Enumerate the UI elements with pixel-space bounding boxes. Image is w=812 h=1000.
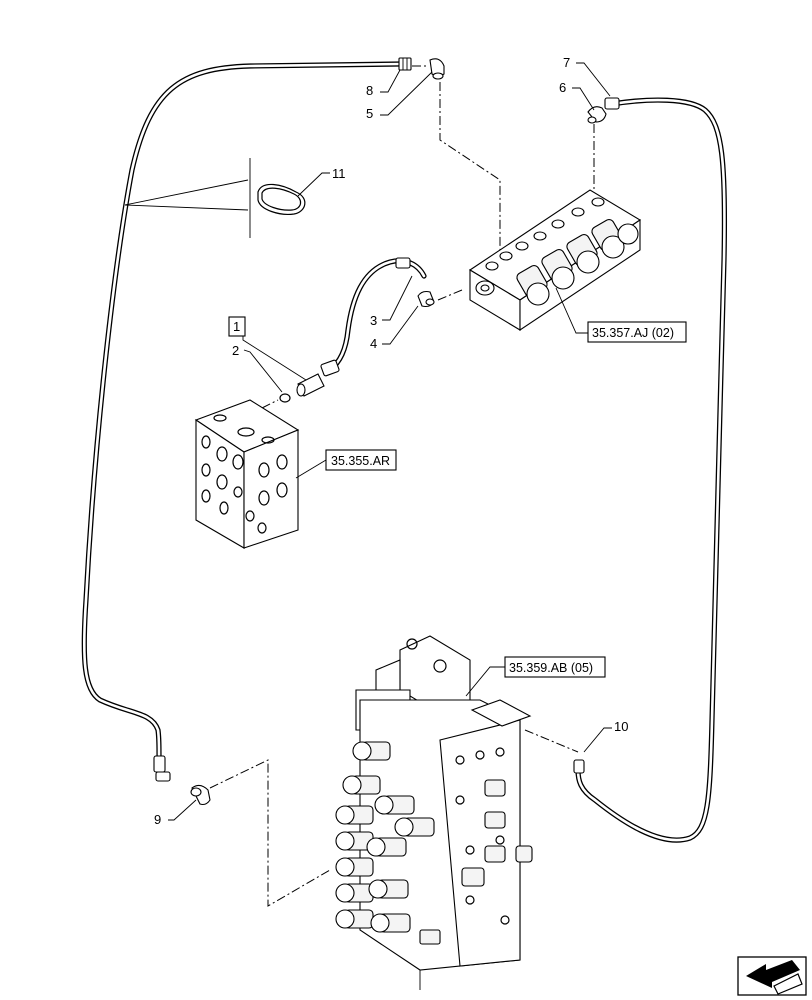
ref-box-ab[interactable]: 35.359.AB (05) <box>504 656 606 678</box>
fitting-6 <box>587 106 607 124</box>
callout-1: 1 <box>233 319 240 334</box>
callout-10: 10 <box>614 719 628 734</box>
ref-box-aj[interactable]: 35.357.AJ (02) <box>587 321 687 343</box>
ref-box-ar[interactable]: 35.355.AR <box>325 449 397 471</box>
pipe-3 <box>320 257 435 377</box>
next-page-arrow-icon[interactable] <box>737 956 807 996</box>
callout-8: 8 <box>366 83 373 98</box>
callout-6: 6 <box>559 80 566 95</box>
ref-35-355-ar[interactable]: 35.355.AR <box>331 454 390 468</box>
callout-9: 9 <box>154 812 161 827</box>
solenoid-valve-block <box>468 189 642 332</box>
leader-lines <box>168 62 612 821</box>
callout-labels: 8 5 7 6 11 3 4 2 9 10 <box>154 55 628 827</box>
assembly-lines <box>209 65 595 907</box>
ref-35-359-ab[interactable]: 35.359.AB (05) <box>509 661 593 675</box>
adapter-1 <box>279 373 325 403</box>
callout-3: 3 <box>370 313 377 328</box>
callout-7: 7 <box>563 55 570 70</box>
callout-11: 11 <box>332 166 346 181</box>
right-hose <box>573 97 728 843</box>
callout-2: 2 <box>232 343 239 358</box>
callout-1-box: 1 <box>228 316 246 337</box>
fitting-top <box>398 57 445 80</box>
main-control-valve <box>335 635 533 990</box>
ref-35-357-aj[interactable]: 35.357.AJ (02) <box>592 326 674 340</box>
callout-4: 4 <box>370 336 377 351</box>
left-hose <box>81 61 403 806</box>
valve-block-ar <box>194 399 300 549</box>
callout-5: 5 <box>366 106 373 121</box>
o-ring-11 <box>124 158 306 238</box>
